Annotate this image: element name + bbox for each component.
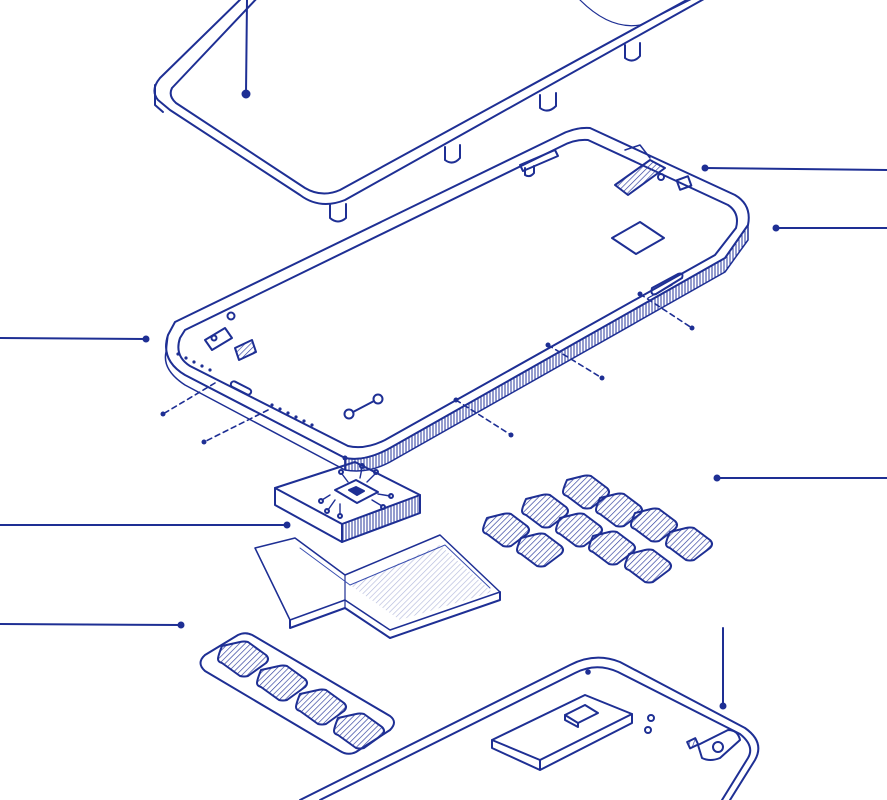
- battery-strip: [199, 632, 395, 755]
- strip-cell-1: [217, 640, 269, 678]
- usb-port: [229, 380, 253, 396]
- frame-clip-4: [624, 42, 641, 62]
- module-connector: [564, 704, 599, 724]
- leader-lines: [0, 167, 887, 707]
- grid-cell-7: [516, 532, 564, 568]
- strip-cell-4: [333, 712, 385, 750]
- antenna-strip: [614, 159, 666, 196]
- contact-right: [372, 393, 384, 405]
- back-cover: [299, 656, 760, 800]
- grid-cell-9: [665, 526, 713, 562]
- cell-grid: [482, 474, 713, 584]
- left-chip: [234, 339, 257, 361]
- flex-board: [254, 534, 501, 639]
- frame-clip-1: [329, 203, 347, 223]
- contact-left: [343, 408, 355, 420]
- grid-cell-4: [482, 512, 530, 548]
- leader-chassis-left: [0, 337, 147, 340]
- speaker-holes: [176, 352, 314, 427]
- leader-dots: [142, 164, 780, 710]
- strip-cell-2: [256, 664, 308, 702]
- midframe-chassis: [164, 126, 750, 472]
- leader-line-top: [241, 0, 251, 99]
- back-camera: [697, 729, 741, 761]
- processor-chip: [274, 461, 421, 543]
- frame-clip-2: [444, 144, 461, 164]
- frame-clip-3: [539, 92, 557, 112]
- sensor-window: [675, 175, 693, 191]
- screw-hole: [226, 311, 236, 321]
- grid-cell-5: [555, 512, 603, 548]
- screw-guides: [162, 293, 693, 443]
- mid-pad: [611, 221, 665, 255]
- grid-cell-6: [630, 507, 678, 543]
- top-bracket: [519, 149, 559, 172]
- strip-cell-3: [295, 688, 347, 726]
- leader-antenna: [704, 167, 887, 171]
- grid-cell-8: [588, 530, 636, 566]
- sensor-dot: [657, 173, 665, 181]
- grid-cell-3: [595, 492, 643, 528]
- leader-flex: [0, 623, 182, 626]
- screw-tips: [160, 291, 695, 461]
- grid-cell-1: [562, 474, 610, 510]
- screen-frame: [153, 0, 705, 223]
- left-bracket: [204, 327, 233, 351]
- side-button: [650, 272, 684, 296]
- grid-cell-10: [624, 548, 672, 584]
- grid-cell-2: [521, 493, 569, 529]
